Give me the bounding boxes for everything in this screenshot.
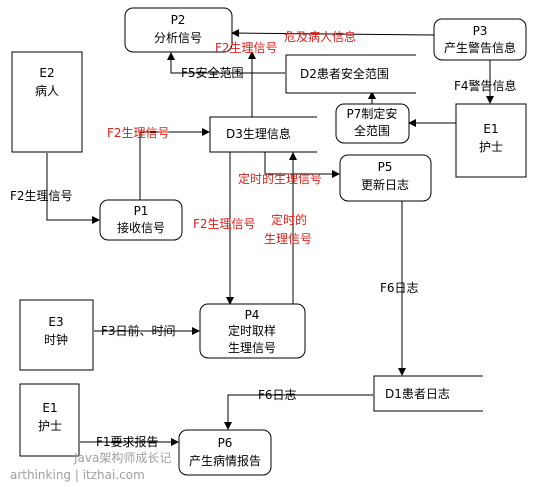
process-p1-name: 接收信号 — [117, 220, 165, 235]
flow-p1-to-d3-line — [139, 128, 210, 200]
flow-label-timed-v2: 生理信号 — [264, 232, 312, 246]
flow-label-danger: 危及病人信息 — [284, 29, 356, 44]
process-p3: P3 产生警告信息 — [433, 18, 527, 61]
process-p1: P1 接收信号 — [99, 199, 183, 241]
entity-e2-id: E2 — [39, 66, 54, 80]
entity-e1-top-id: E1 — [483, 122, 498, 136]
process-p2-id: P2 — [171, 13, 186, 27]
flow-d3-to-p5-line — [264, 152, 340, 178]
store-d2-label: D2患者安全范围 — [300, 66, 389, 81]
entity-e2: E2 病人 — [11, 51, 83, 153]
entity-e1-bottom-name: 护士 — [38, 419, 62, 433]
process-p3-id: P3 — [473, 24, 488, 38]
flow-danger-line — [231, 29, 435, 38]
process-p7: P7制定安 全范围 — [335, 103, 410, 144]
process-p3-name: 产生警告信息 — [444, 40, 516, 55]
process-p6-id: P6 — [218, 436, 233, 450]
flow-label-f4: F4警告信息 — [454, 78, 517, 93]
flow-label-timed-v1: 定时的 — [271, 212, 307, 227]
process-p1-id: P1 — [134, 204, 149, 218]
process-p2: P2 分析信号 — [124, 7, 233, 53]
entity-e1-top: E1 护士 — [455, 103, 527, 178]
entity-e2-name: 病人 — [35, 83, 59, 98]
flow-label-f6-d1: F6日志 — [258, 388, 297, 402]
watermark-line2: arthinking | itzhai.com — [10, 468, 145, 482]
flow-label-timed-h: 定时的生理信号 — [238, 171, 322, 186]
flow-label-f2-top: F2生理信号 — [215, 41, 278, 55]
entity-e3-name: 时钟 — [44, 332, 68, 347]
flow-label-f2-d3: F2生理信号 — [107, 126, 170, 140]
flow-label-f1: F1要求报告 — [96, 434, 159, 449]
entity-e1-bottom-id: E1 — [42, 401, 57, 415]
process-p6-name: 产生病情报告 — [189, 453, 261, 468]
process-p2-name: 分析信号 — [154, 31, 202, 45]
flow-e2-to-p1-line — [46, 153, 100, 224]
flow-label-f6-p5: F6日志 — [380, 281, 419, 295]
flow-label-f2-e2: F2生理信号 — [10, 189, 73, 203]
flow-label-f5: F5安全范围 — [181, 65, 244, 80]
entity-e3: E3 时钟 — [19, 299, 94, 371]
process-p4-id: P4 — [245, 308, 260, 322]
store-d1: D1患者日志 — [373, 375, 483, 412]
entity-e1-bottom: E1 护士 — [19, 383, 80, 457]
process-p7-line1-text: 制定安 — [361, 106, 397, 121]
flow-label-f2-p4: F2生理信号 — [193, 217, 256, 231]
flow-f5-line — [167, 52, 285, 74]
process-p4-line1: 定时取样 — [228, 323, 276, 338]
process-p4: P4 定时取样 生理信号 — [199, 303, 306, 359]
entity-e1-top-name: 护士 — [479, 140, 503, 154]
process-p5-name: 更新日志 — [361, 177, 409, 192]
process-p7-line1: P7制定安 — [347, 106, 398, 121]
process-p4-line2: 生理信号 — [228, 341, 276, 355]
process-p7-id: P7 — [347, 107, 362, 121]
process-p6: P6 产生病情报告 — [178, 429, 272, 476]
process-p5: P5 更新日志 — [339, 154, 432, 202]
watermark-line1: Java架构师成长记 — [73, 450, 171, 465]
store-d3: D3生理信息 — [209, 116, 317, 153]
process-p7-line2: 全范围 — [354, 123, 390, 138]
store-d2: D2患者安全范围 — [285, 54, 416, 94]
entity-e3-id: E3 — [48, 315, 63, 329]
process-p5-id: P5 — [378, 160, 393, 174]
flow-d1-to-p6-line — [224, 394, 373, 430]
flow-label-f3: F3日前、时间 — [101, 323, 176, 338]
store-d1-label: D1患者日志 — [385, 387, 450, 401]
store-d3-label: D3生理信息 — [226, 126, 291, 141]
